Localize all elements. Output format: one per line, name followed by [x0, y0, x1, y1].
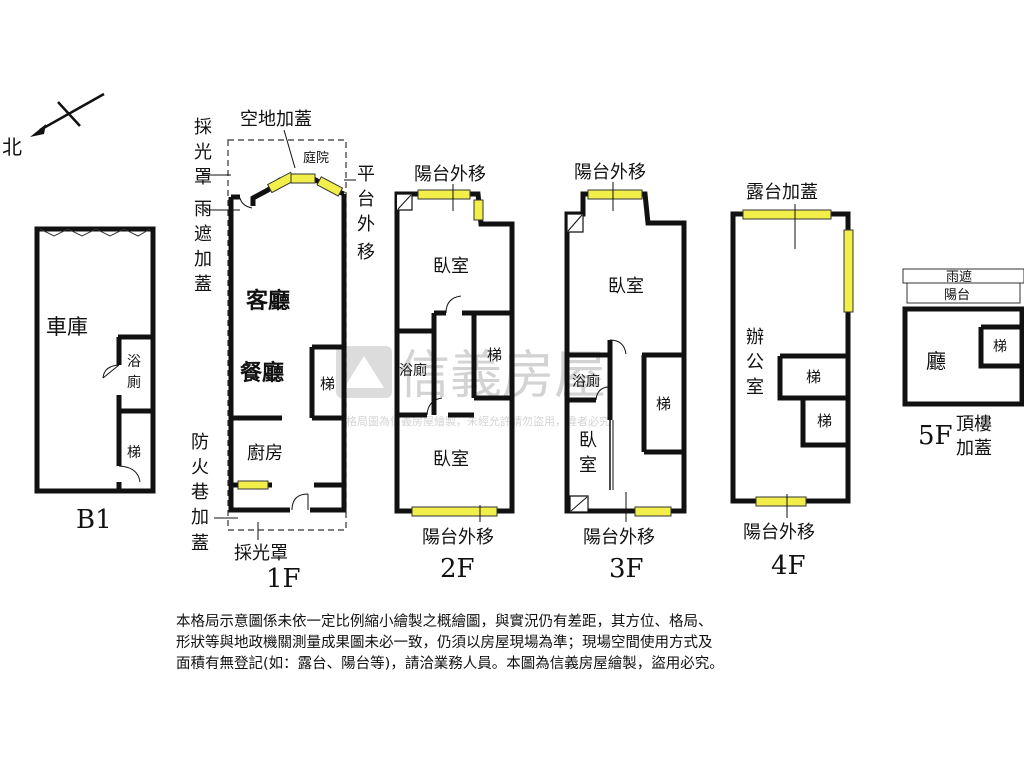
floor-b1: 車庫 浴 廁 梯 B1 [34, 226, 156, 535]
1f-firelane-5: 蓋 [191, 533, 209, 554]
2f-bedroom1-label: 臥室 [433, 256, 469, 277]
4f-office-label-1: 辦 [746, 327, 764, 348]
4f-balcony-bottom-label: 陽台外移 [743, 522, 815, 543]
2f-bath-label: 浴廁 [399, 362, 427, 379]
footnote-line-3: 面積有無登記(如：露台、陽台等)，請洽業務人員。本圖為信義房屋繪製，盜用必究。 [176, 656, 724, 672]
1f-platform-move-2: 台 [357, 189, 375, 210]
3f-bedroom1-label: 臥室 [608, 276, 644, 297]
1f-firelane-3: 巷 [191, 482, 209, 503]
4f-office-label-3: 室 [746, 377, 764, 398]
3f-bath-label: 浴廁 [572, 373, 600, 390]
north-arrow-icon [30, 124, 46, 137]
floor-3f: 陽台外移 臥室 浴廁 梯 臥 室 陽台外移 3F [564, 162, 687, 584]
3f-floor-name: 3F [609, 554, 644, 584]
1f-platform-move-3: 外 [357, 214, 375, 235]
1f-rain-cover-3: 加 [194, 249, 212, 270]
4f-floor-name: 4F [771, 551, 806, 581]
1f-skylight-bottom-label: 採光罩 [234, 543, 288, 564]
3f-balcony-bottom-label: 陽台外移 [583, 527, 655, 548]
1f-firelane-1: 防 [191, 432, 209, 453]
5f-rain-cover-label: 雨遮 [946, 269, 972, 285]
1f-platform-move-4: 移 [357, 242, 375, 263]
1f-platform-move-1: 平 [357, 164, 375, 185]
3f-bedroom2-label-2: 室 [579, 455, 597, 476]
4f-terrace-cover-label: 露台加蓋 [746, 182, 818, 203]
4f-stairs1-label: 梯 [806, 368, 821, 386]
footnote-line-2: 形狀等與地政機關測量成果圖未必一致，仍須以房屋現場為準；現場空間使用方式及 [176, 635, 713, 651]
1f-skylight-top-2: 光 [194, 142, 212, 163]
1f-vacant-cover-label: 空地加蓋 [240, 109, 312, 130]
5f-roof-cover-label-2: 加蓋 [956, 438, 992, 459]
floor-2f: 陽台外移 臥室 浴廁 梯 臥室 陽台外移 2F [394, 164, 515, 584]
3f-balcony-top-label: 陽台外移 [574, 162, 646, 183]
1f-living-label: 客廳 [246, 288, 290, 314]
1f-stairs-label: 梯 [320, 375, 335, 393]
2f-floor-name: 2F [440, 554, 475, 584]
b1-bath-label-1: 浴 [127, 354, 141, 370]
3f-bedroom2-label-1: 臥 [579, 430, 597, 451]
floor-1f: 空地加蓋 庭院 採 光 罩 雨 遮 加 蓋 平 台 外 移 客廳 餐廳 梯 廚房… [191, 109, 375, 594]
4f-stairs2-label: 梯 [817, 412, 832, 430]
1f-skylight-top-3: 罩 [194, 167, 212, 188]
b1-stairs-label: 梯 [127, 445, 141, 461]
b1-floor-name: B1 [76, 505, 112, 535]
1f-skylight-top-1: 採 [194, 117, 212, 138]
3f-stairs-label: 梯 [656, 395, 671, 413]
2f-stairs-label: 梯 [487, 346, 502, 364]
2f-balcony-top-label: 陽台外移 [414, 164, 486, 185]
5f-roof-cover-label-1: 頂樓 [956, 414, 992, 435]
b1-bath-label-2: 廁 [127, 374, 141, 391]
1f-firelane-4: 加 [191, 507, 209, 528]
2f-bedroom2-label: 臥室 [433, 449, 469, 470]
compass: 北 [2, 92, 105, 159]
2f-balcony-bottom-label: 陽台外移 [422, 527, 494, 548]
watermark-line: 格局圖為信義房屋繪製，未經允許請勿盜用，違者必究 [346, 414, 610, 428]
1f-dining-label: 餐廳 [240, 360, 284, 386]
1f-courtyard-label: 庭院 [303, 150, 329, 166]
disclaimer-footnote: 本格局示意圖係未依一定比例縮小繪製之概繪圖，與實況仍有差距，其方位、格局、 形狀… [176, 612, 856, 675]
5f-hall-label: 廳 [926, 349, 946, 373]
1f-rain-cover-4: 蓋 [194, 274, 212, 295]
floor-5f: 雨遮 陽台 廳 梯 5F 頂樓 加蓋 [902, 268, 1024, 459]
5f-stairs-label: 梯 [993, 339, 1007, 355]
floor-4f: 露台加蓋 辦 公 室 梯 梯 陽台外移 4F [730, 182, 854, 581]
1f-rain-cover-1: 雨 [194, 199, 212, 220]
1f-kitchen-label: 廚房 [247, 442, 283, 464]
b1-garage-label: 車庫 [46, 315, 88, 339]
compass-north-label: 北 [2, 135, 22, 159]
footnote-line-1: 本格局示意圖係未依一定比例縮小繪製之概繪圖，與實況仍有差距，其方位、格局、 [176, 614, 713, 630]
1f-firelane-2: 火 [191, 457, 209, 478]
1f-rain-cover-2: 遮 [194, 224, 212, 245]
1f-floor-name: 1F [266, 564, 301, 594]
5f-floor-name: 5F [918, 421, 953, 451]
4f-office-label-2: 公 [746, 352, 764, 373]
5f-balcony-label: 陽台 [944, 288, 970, 303]
